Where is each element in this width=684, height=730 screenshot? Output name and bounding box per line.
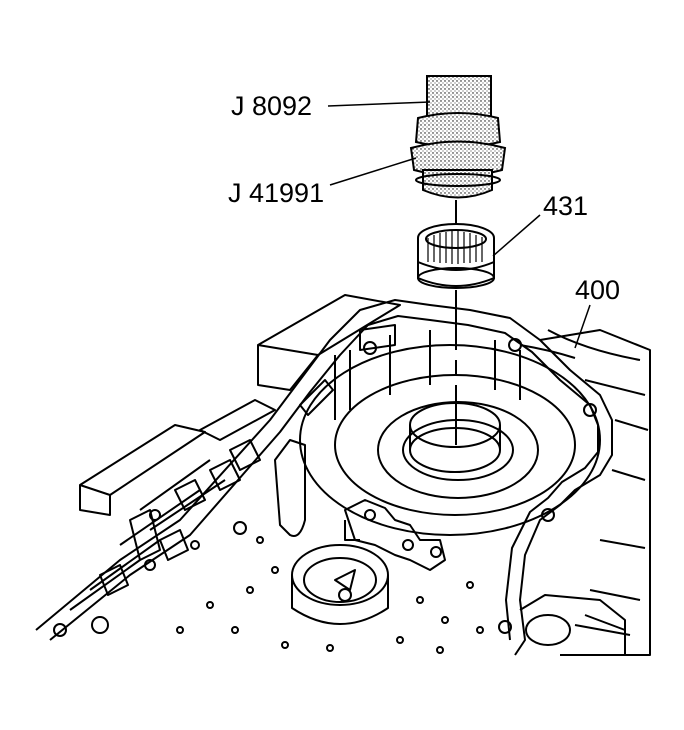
case-flange-inner: [49, 315, 599, 641]
pad-middle: [199, 399, 276, 441]
leader-lines: [327, 101, 591, 349]
case-flange-outline: [35, 299, 613, 656]
bore-outer: [299, 344, 601, 536]
bore-ring-3: [402, 419, 514, 481]
pad-upper-side: [257, 345, 319, 391]
needle-bearing-431: [417, 223, 495, 289]
leader-431: [492, 214, 541, 257]
callout-431-label: 431: [543, 191, 589, 221]
leader-j41991: [329, 157, 417, 186]
leader-j8092: [327, 101, 431, 107]
leader-400: [574, 304, 591, 349]
tool-j41991-installer: [409, 112, 507, 199]
bore-ring-2: [377, 401, 539, 499]
pad-upper: [257, 294, 401, 356]
callout-j8092-label: J 8092: [231, 91, 313, 121]
transmission-case: [35, 294, 651, 656]
case-body-right: [539, 329, 651, 656]
pad-lower-side: [79, 485, 111, 516]
callout-400-label: 400: [575, 275, 621, 305]
pad-lower: [79, 424, 206, 496]
callout-j41991-label: J 41991: [228, 178, 325, 208]
